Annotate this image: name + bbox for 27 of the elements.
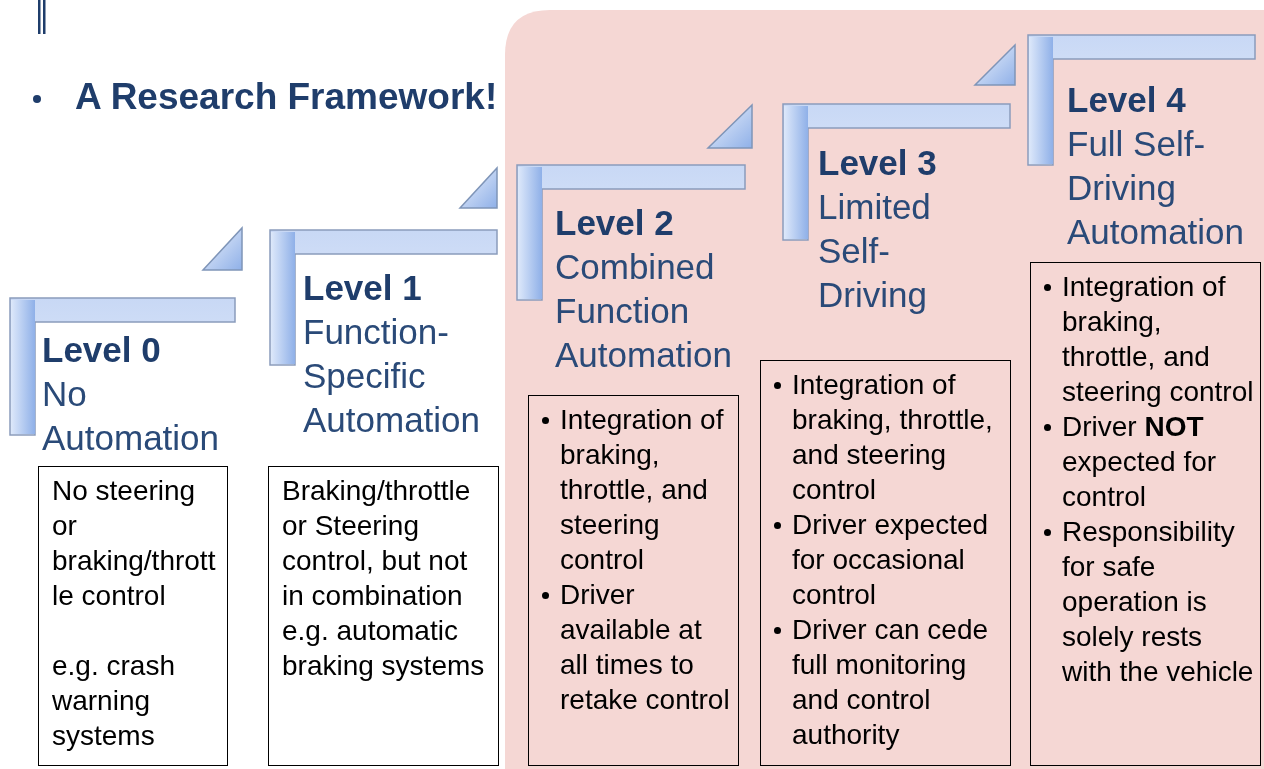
level-name: No Automation <box>42 373 221 459</box>
slide-title: A Research Framework! <box>75 76 498 118</box>
description-box <box>1030 262 1261 766</box>
bullet-item: Integration of braking, throttle, and steering control <box>774 367 1004 507</box>
level-heading: Level 4 <box>1067 79 1187 121</box>
bullet-item: Driver NOT expected for control <box>1044 409 1254 514</box>
bullet-item: Driver can cede full monitoring and control authority <box>774 612 1004 752</box>
description-text: e.g. crash warning systems <box>52 649 176 753</box>
description-text: Braking/throttle or Steering control, but not in combination e.g. automatic braking systems <box>282 474 486 683</box>
description-box <box>528 395 739 766</box>
level-heading: Level 3 <box>818 142 938 184</box>
bullet-item: Integration of braking, throttle, and steering control <box>542 402 732 577</box>
level-heading: Level 1 <box>303 267 423 309</box>
level-name: Limited Self-Driving <box>818 186 932 316</box>
bullet-item: Driver available at all times to retake control <box>542 577 732 717</box>
level-name: Function-Specific Automation <box>303 311 482 441</box>
description-box <box>268 466 499 766</box>
description-box <box>38 466 228 766</box>
description-box <box>760 360 1011 766</box>
level-heading: Level 0 <box>42 329 162 371</box>
description-text: No steering or braking/throttle control <box>52 474 217 613</box>
bullet-item: Driver expected for occasional control <box>774 507 1004 612</box>
level-name: Full Self-Driving Automation <box>1067 123 1246 253</box>
level-heading: Level 2 <box>555 202 675 244</box>
bullet-item: Integration of braking, throttle, and steering control <box>1044 269 1254 409</box>
level-name: Combined Function Automation <box>555 246 734 376</box>
bullet-item: Responsibility for safe operation is solely rests with the vehicle <box>1044 514 1254 689</box>
